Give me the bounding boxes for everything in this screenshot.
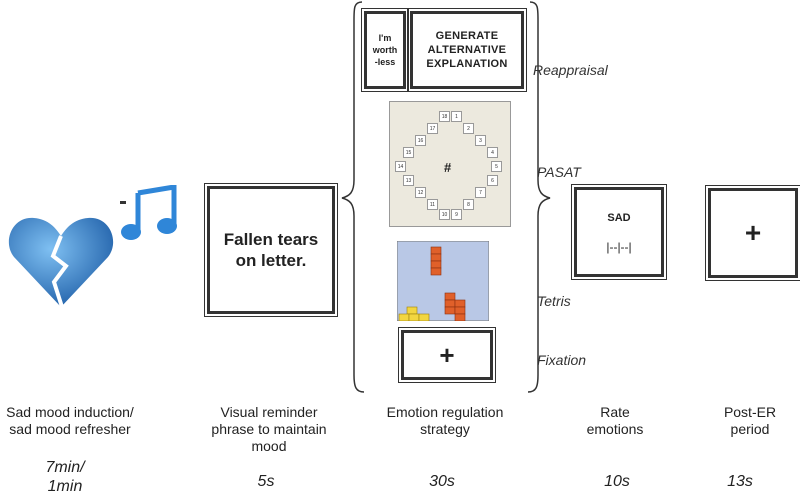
broken-heart-icon [8, 217, 114, 308]
post-er-symbol: + [744, 217, 762, 248]
fixation-symbol: + [439, 340, 455, 370]
stage-duration-post-er: 13s [727, 473, 753, 490]
tetris-label: Tetris [537, 293, 571, 309]
stage-duration-mood-induction: 7min/ 1min [45, 459, 85, 495]
pasat-number-tile: 7 [475, 187, 486, 198]
reappraisal-thought-card: I'm worth -less [361, 8, 409, 92]
pasat-number-tile: 4 [487, 147, 498, 158]
strategy-brace [341, 1, 551, 393]
reappraisal-instruction-card: GENERATE ALTERNATIVE EXPLANATION [407, 8, 527, 92]
stage-duration-reminder: 5s [257, 473, 275, 490]
stage-duration-regulation: 30s [429, 473, 455, 490]
pasat-number-tile: 18 [439, 111, 450, 122]
post-er-card: + [705, 185, 800, 281]
rating-card: SAD |--|--| [571, 184, 667, 280]
stage-caption-post-er: Post-ER period [723, 404, 777, 437]
pasat-number-tile: 12 [415, 187, 426, 198]
pasat-number-tile: 16 [415, 135, 426, 146]
pasat-number-tile: 3 [475, 135, 486, 146]
pasat-number-tile: 13 [403, 175, 414, 186]
pasat-number-tile: 2 [463, 123, 474, 134]
pasat-number-tile: 6 [487, 175, 498, 186]
pasat-label: PASAT [537, 164, 581, 180]
pasat-number-tile: 14 [395, 161, 406, 172]
pasat-center-symbol: # [444, 160, 452, 175]
stage-caption-reminder: Visual reminder phrase to maintain mood [211, 404, 327, 454]
reappraisal-thought-text: I'm worth -less [372, 33, 398, 67]
fixation-card: + [398, 327, 496, 383]
pasat-number-tile: 9 [451, 209, 462, 220]
reminder-phrase-card: Fallen tears on letter. [204, 183, 338, 317]
stage-caption-mood-induction: Sad mood induction/ sad mood refresher [6, 404, 134, 437]
stage-duration-rating: 10s [604, 473, 630, 490]
reminder-phrase-text: Fallen tears on letter. [223, 230, 319, 270]
stage-caption-rating: Rate emotions [586, 404, 644, 437]
rating-scale: |--|--| [606, 240, 632, 254]
pasat-number-tile: 10 [439, 209, 450, 220]
rating-emotion-label: SAD [607, 212, 631, 224]
tetris-panel [397, 241, 489, 321]
pasat-number-tile: 17 [427, 123, 438, 134]
reappraisal-instruction-text: GENERATE ALTERNATIVE EXPLANATION [426, 30, 508, 70]
pasat-number-tile: 8 [463, 199, 474, 210]
pasat-number-tile: 15 [403, 147, 414, 158]
pasat-number-tile: 11 [427, 199, 438, 210]
pasat-number-tile: 1 [451, 111, 462, 122]
reappraisal-label: Reappraisal [533, 62, 608, 78]
music-note-icon [120, 185, 177, 240]
stage-caption-regulation: Emotion regulation strategy [386, 404, 504, 437]
fixation-label: Fixation [537, 352, 587, 368]
pasat-number-tile: 5 [491, 161, 502, 172]
